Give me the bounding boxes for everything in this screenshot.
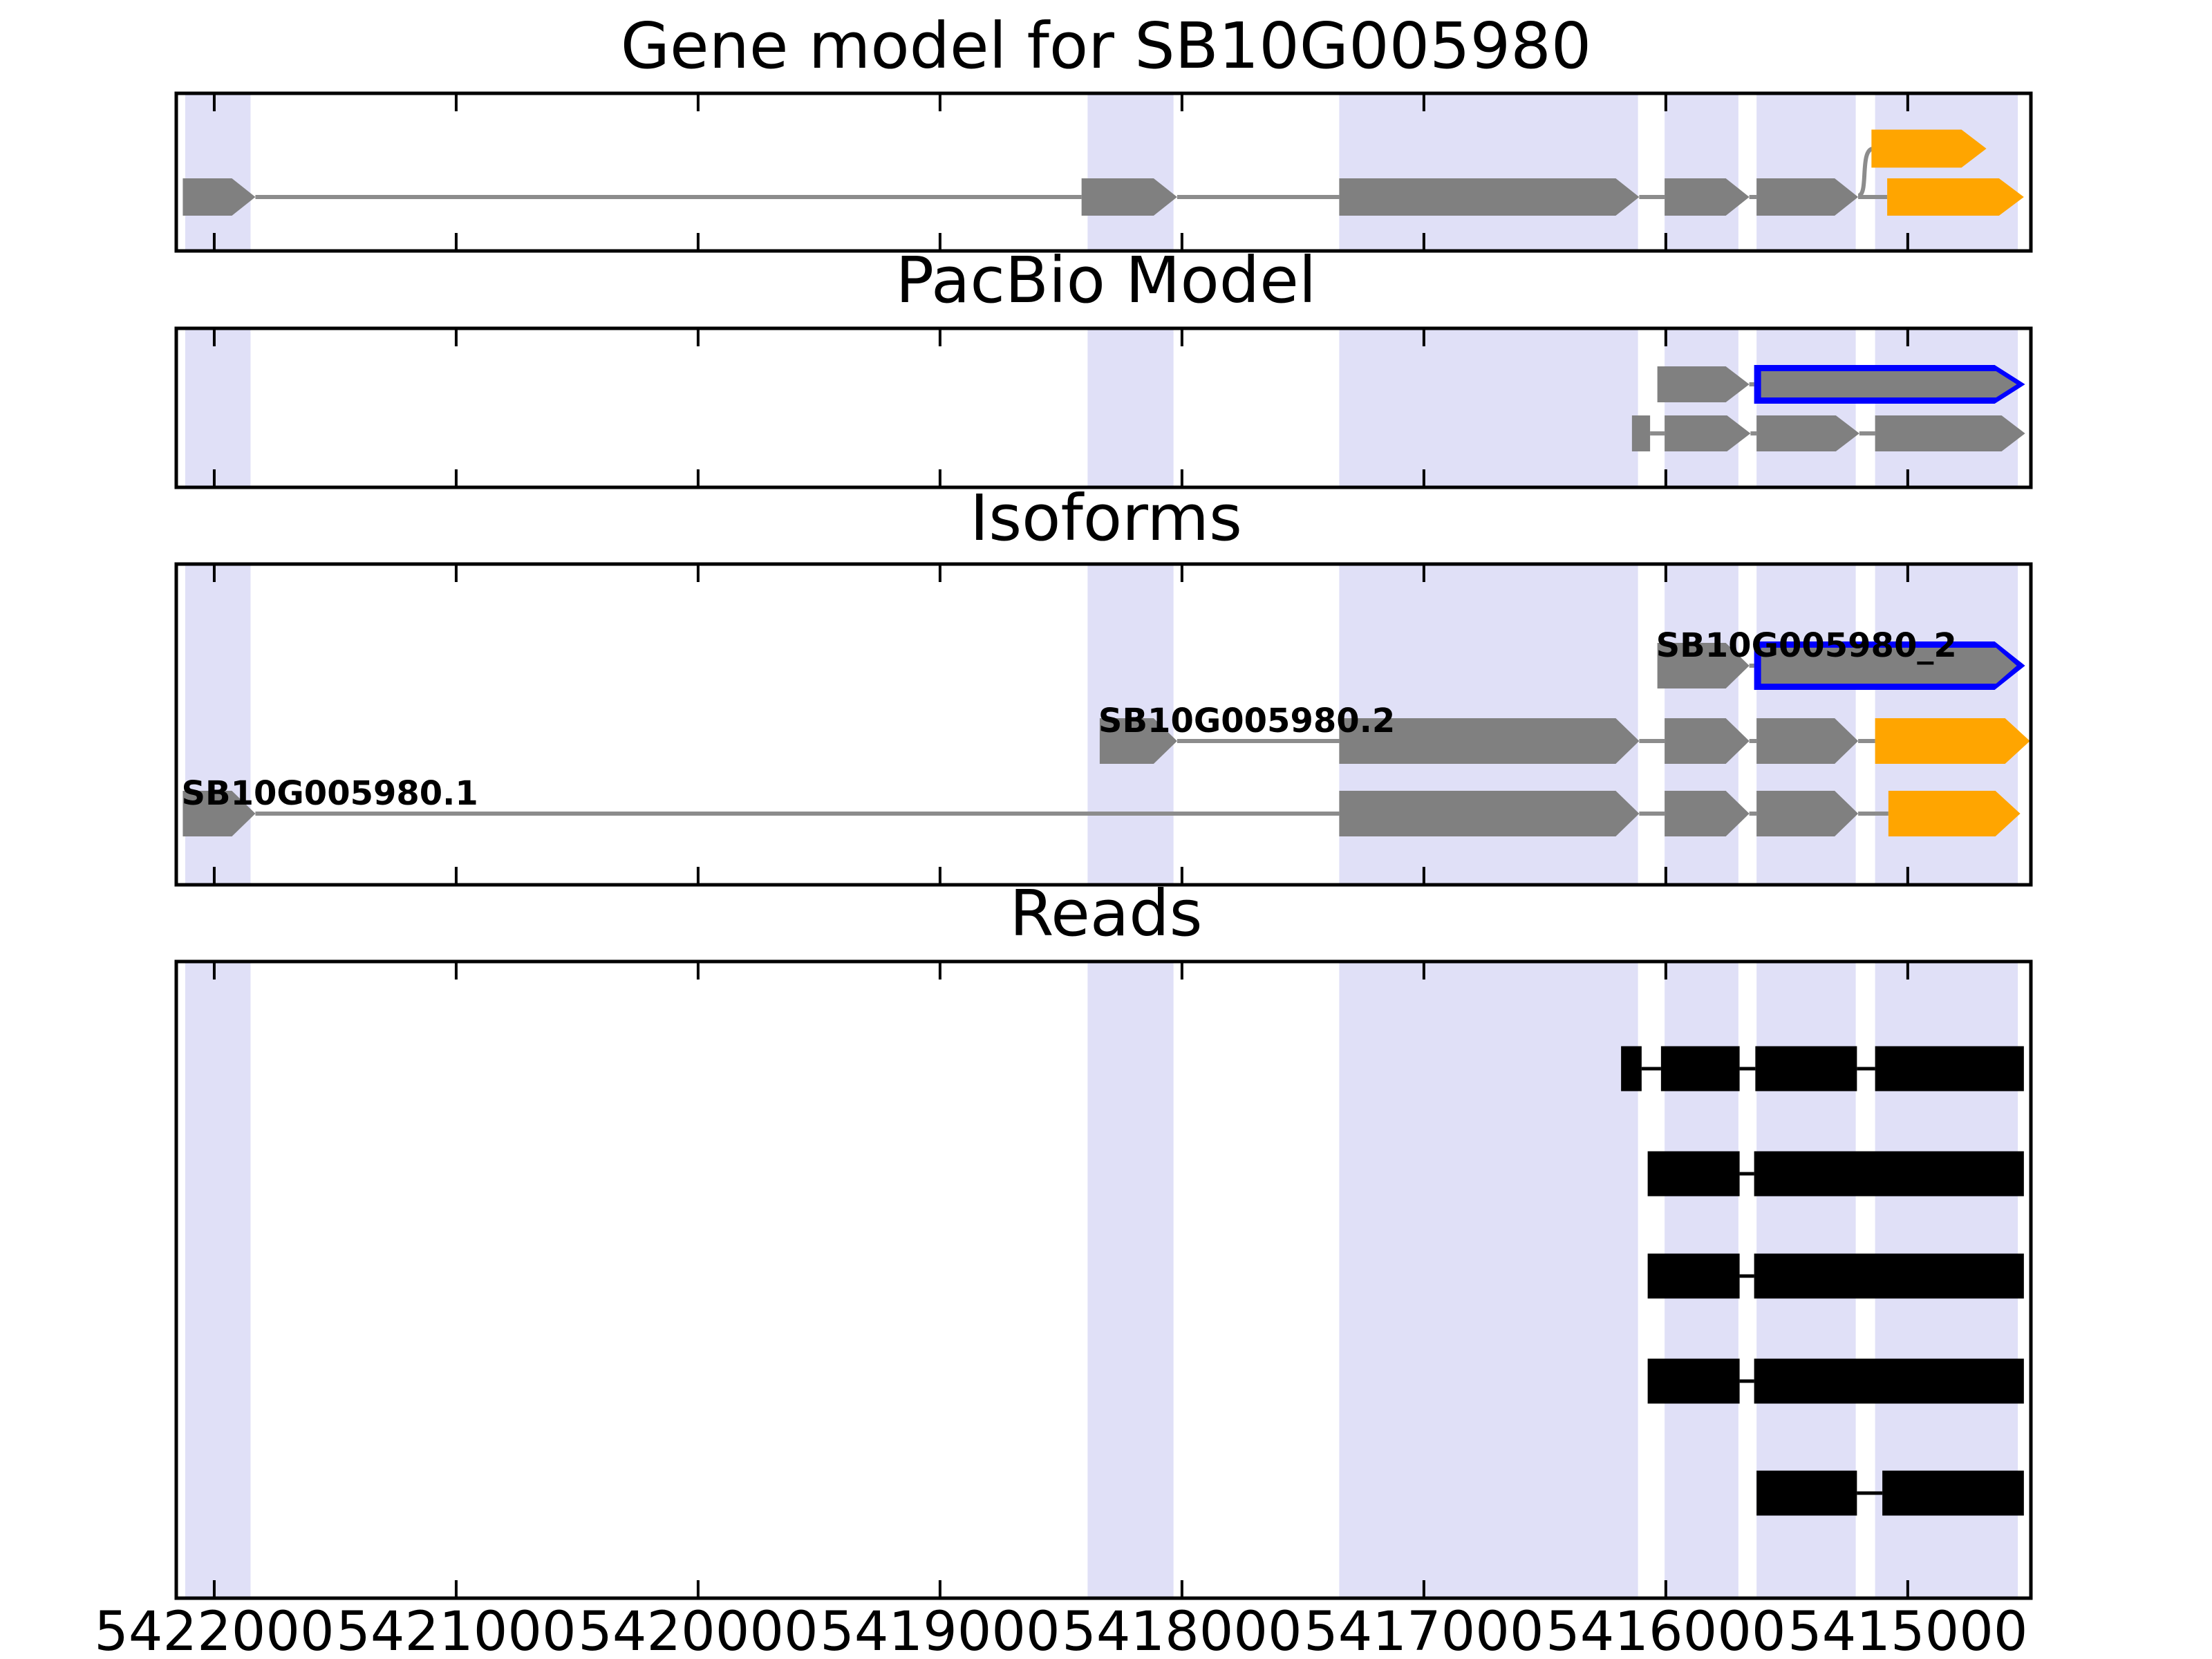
panel-border <box>174 326 2033 489</box>
read-block <box>1621 1046 1642 1091</box>
exon <box>182 791 256 836</box>
isoform-label: SB10G005980.1 <box>181 774 478 813</box>
exon <box>1099 718 1177 764</box>
exon <box>1339 791 1640 836</box>
read-block <box>1754 1151 2024 1197</box>
read-block <box>1660 1046 1740 1091</box>
exon-highlight-band <box>1875 95 2018 250</box>
exon <box>1339 178 1640 216</box>
blue-outlined-exon-fill <box>1761 648 2017 684</box>
exon-highlight-band <box>1339 330 1638 486</box>
exon-highlight-band <box>185 95 251 250</box>
exon <box>1756 791 1859 836</box>
exon <box>1756 178 1859 216</box>
exon-highlight-band <box>1875 330 2018 486</box>
read-block <box>1647 1358 1740 1404</box>
orange-last-exon-arrow <box>1888 791 2021 836</box>
exon-highlight-band <box>185 963 251 1597</box>
exon-highlight-band <box>1087 330 1174 486</box>
x-axis-tick-label: 5416000 <box>1546 1601 1786 1659</box>
exon-highlight-band <box>1339 95 1638 250</box>
exon <box>182 178 256 216</box>
panel-border <box>174 959 2033 1600</box>
x-axis-tick-label: 5420000 <box>578 1601 818 1659</box>
exon-highlight-band <box>185 330 251 486</box>
read-block <box>1754 1358 2024 1404</box>
blue-outlined-exon-fill <box>1761 371 2017 397</box>
panel-title-gene-model: Gene model for SB10G005980 <box>620 9 1592 83</box>
panel-border <box>174 91 2033 253</box>
exon <box>1875 415 2025 451</box>
exon-highlight-band <box>1339 963 1638 1597</box>
read-block <box>1647 1151 1740 1197</box>
exon <box>1665 178 1750 216</box>
exon <box>1665 718 1750 764</box>
orange-last-exon-arrow <box>1871 129 1987 168</box>
x-axis-tick-label: 5421000 <box>336 1601 577 1659</box>
exon-highlight-band <box>1756 95 1856 250</box>
exon <box>1665 415 1751 451</box>
x-axis-tick-label: 5422000 <box>94 1601 335 1659</box>
exon-highlight-band <box>1087 95 1174 250</box>
orange-last-exon-arrow <box>1887 178 2024 216</box>
exon <box>1665 791 1750 836</box>
exon-highlight-band <box>1087 963 1174 1597</box>
exon <box>1081 178 1177 216</box>
exon-highlight-band <box>1665 95 1738 250</box>
panel-border <box>174 562 2033 887</box>
isoform-label: SB10G005980.2 <box>1098 702 1395 740</box>
orange-last-exon-arrow <box>1875 718 2030 764</box>
read-block <box>1882 1470 2024 1516</box>
read-block <box>1647 1253 1740 1299</box>
exon <box>1339 718 1640 764</box>
x-axis-tick-label: 5419000 <box>820 1601 1060 1659</box>
x-axis-tick-label: 5418000 <box>1062 1601 1302 1659</box>
exon-highlight-band <box>1665 330 1738 486</box>
isoform-label: SB10G005980_2 <box>1656 626 1957 665</box>
panel-title-reads: Reads <box>1009 877 1203 950</box>
panel-title-isoforms: Isoforms <box>970 481 1242 555</box>
exon-highlight-band <box>1756 330 1856 486</box>
panel-title-pacbio-model: PacBio Model <box>895 243 1317 317</box>
read-block <box>1754 1253 2024 1299</box>
exon <box>1657 366 1750 402</box>
read-block <box>1875 1046 2024 1091</box>
alt-exon-connector <box>1857 147 1875 198</box>
x-axis-tick-label: 5417000 <box>1304 1601 1544 1659</box>
read-block <box>1756 1470 1857 1516</box>
exon <box>1756 718 1859 764</box>
exon <box>1756 415 1859 451</box>
exon-bar <box>1631 415 1651 451</box>
x-axis-tick-label: 5415000 <box>1788 1601 2028 1659</box>
read-block <box>1755 1046 1857 1091</box>
exon <box>1657 643 1750 688</box>
